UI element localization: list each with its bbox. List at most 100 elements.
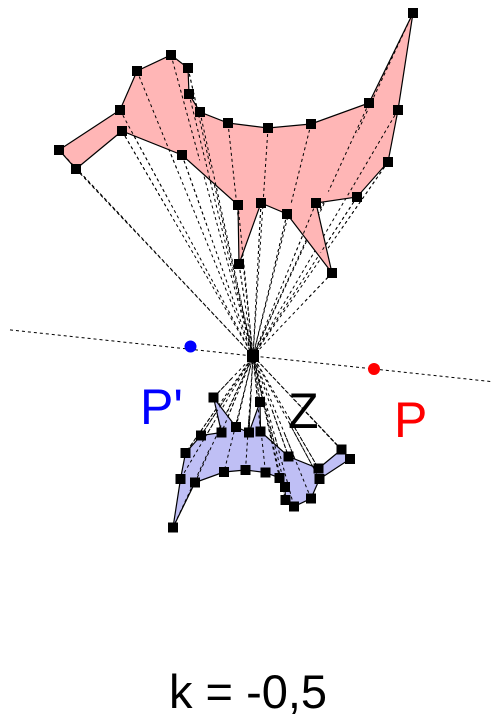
point-p xyxy=(368,363,380,375)
image-vertex xyxy=(289,501,299,512)
original-vertex xyxy=(383,157,393,167)
hatch-line xyxy=(327,102,370,192)
hatch-line xyxy=(119,109,167,197)
hatch-line xyxy=(289,423,320,480)
image-vertex xyxy=(314,474,325,484)
image-vertex xyxy=(345,454,355,464)
projection-ray xyxy=(221,202,317,433)
projection-ray xyxy=(172,12,414,528)
image-vertex xyxy=(216,427,227,438)
original-vertex xyxy=(364,98,374,108)
image-vertex xyxy=(244,427,254,438)
label-p: P xyxy=(394,392,427,448)
original-vertex xyxy=(184,89,194,99)
original-vertex xyxy=(71,164,81,174)
original-figure xyxy=(58,12,414,274)
hatch-line xyxy=(237,204,244,258)
projection-ray xyxy=(121,130,319,469)
hatch-line xyxy=(200,399,225,436)
original-vertex xyxy=(183,63,193,73)
projection-ray xyxy=(213,272,333,398)
hatch-line xyxy=(272,411,289,457)
hatch-line xyxy=(245,418,250,471)
hatch-line xyxy=(181,154,208,226)
projection-ray xyxy=(181,154,289,457)
projection-ray xyxy=(58,149,351,460)
image-vertex xyxy=(180,448,191,458)
original-vertex xyxy=(233,200,243,210)
scale-factor-label: k = -0,5 xyxy=(169,665,327,718)
hatch-line xyxy=(188,93,212,186)
original-vertex xyxy=(117,126,127,136)
image-vertex xyxy=(280,482,290,492)
hatch-line xyxy=(320,196,358,253)
projection-ray xyxy=(180,109,399,480)
hatch-line xyxy=(262,127,269,208)
image-vertex xyxy=(168,522,178,533)
label-z: Z xyxy=(288,383,319,439)
original-vertex xyxy=(352,192,362,202)
hatch-line xyxy=(274,213,288,264)
image-vertex xyxy=(240,465,251,475)
original-vertex xyxy=(256,198,266,208)
image-vertex xyxy=(196,430,206,441)
image-vertex xyxy=(260,467,271,478)
image-vertex xyxy=(274,473,285,483)
hatch-line xyxy=(227,122,238,205)
image-vertex xyxy=(175,474,186,484)
center-point xyxy=(247,350,259,362)
original-vertex xyxy=(177,150,187,160)
hatch-line xyxy=(213,378,232,398)
original-vertex xyxy=(408,8,418,18)
hatch-line xyxy=(356,12,414,134)
hatch-line xyxy=(170,54,201,161)
hatch-line xyxy=(340,161,389,231)
original-vertex xyxy=(393,105,403,115)
original-vertex xyxy=(306,119,316,129)
hatch-line xyxy=(180,423,214,480)
original-vertex xyxy=(115,105,125,115)
image-vertex xyxy=(219,467,229,477)
hatch-line xyxy=(288,417,319,469)
hatch-line xyxy=(257,202,262,257)
projection-ray xyxy=(238,263,261,403)
image-vertex xyxy=(283,451,294,462)
label-p-prime: P' xyxy=(140,379,183,435)
original-vertex xyxy=(223,118,233,128)
hatch-line xyxy=(301,407,342,450)
image-vertex xyxy=(306,493,316,504)
projection-ray xyxy=(227,122,266,473)
image-vertex xyxy=(231,422,241,432)
hatch-line xyxy=(290,123,312,206)
hatch-line xyxy=(221,397,237,433)
hatch-line xyxy=(187,67,212,169)
projection-ray xyxy=(136,70,312,499)
inner-hatching xyxy=(58,12,414,528)
original-vertex xyxy=(263,123,273,133)
original-vertex xyxy=(54,145,64,155)
image-vertex xyxy=(190,477,200,488)
original-vertex xyxy=(195,107,205,117)
original-vertex xyxy=(132,66,142,76)
original-vertex xyxy=(327,268,337,278)
hatch-line xyxy=(346,109,399,197)
original-vertex xyxy=(234,259,244,269)
image-vertex xyxy=(208,392,219,403)
original-vertex xyxy=(282,209,292,219)
hatch-line xyxy=(199,111,220,198)
hatch-line xyxy=(305,412,351,460)
hatch-line xyxy=(293,202,317,257)
projection-ray xyxy=(119,109,320,480)
point-p-prime xyxy=(184,340,197,353)
image-vertex xyxy=(280,495,291,505)
hatch-line xyxy=(172,450,210,528)
original-vertex xyxy=(166,50,176,60)
hatch-line xyxy=(194,425,222,483)
original-vertex xyxy=(311,198,321,208)
image-vertex xyxy=(313,463,324,474)
image-vertex xyxy=(255,397,265,407)
hatch-line xyxy=(58,149,128,223)
image-vertex xyxy=(336,444,347,455)
original-vertices xyxy=(54,8,418,278)
